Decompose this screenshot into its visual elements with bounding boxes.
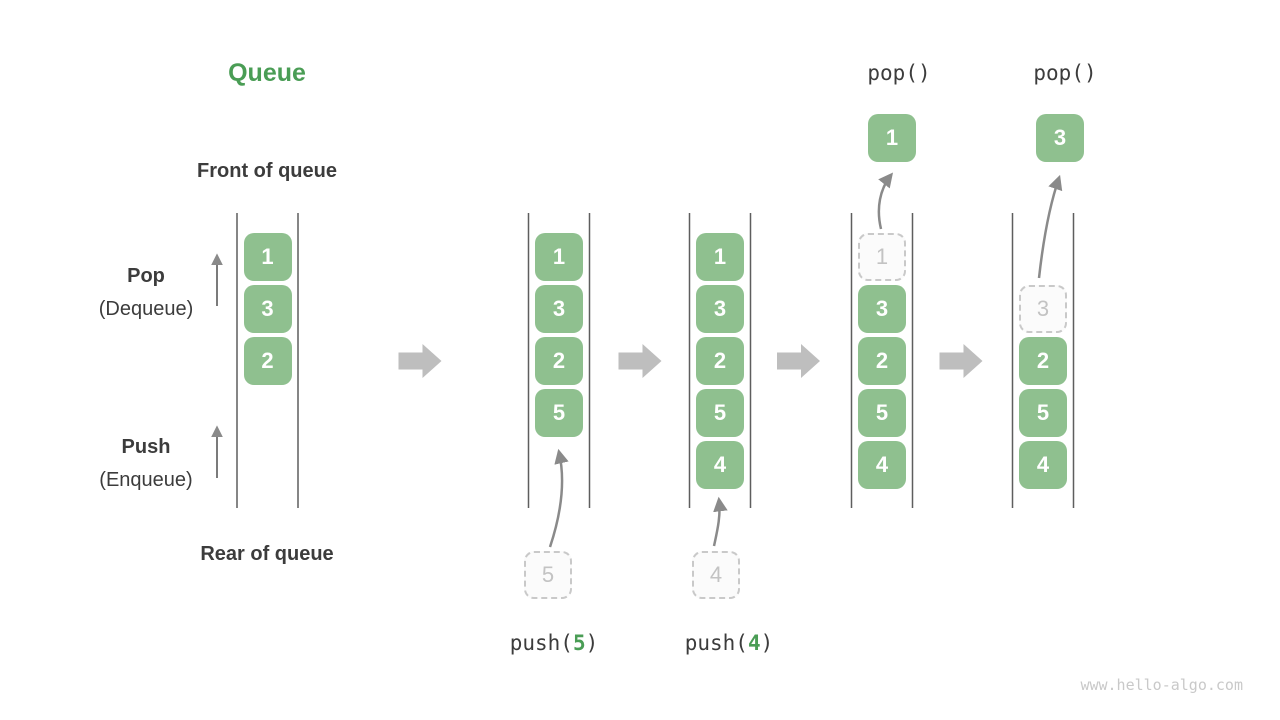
queue-cell: 2 [696,337,744,385]
queue-cell: 5 [535,389,583,437]
queue-cell-ghost: 1 [858,233,906,281]
push-call-arg: 5 [572,631,586,655]
pop-arrow-icon [1037,174,1063,279]
queue-cell: 5 [858,389,906,437]
pop-side-label: Pop (Dequeue) [99,260,194,326]
push-call-post: ) [760,631,774,655]
queue-cell: 2 [858,337,906,385]
queue-cell: 4 [696,441,744,489]
step-arrow-icon [398,344,442,378]
pop-call-label: pop() [867,61,931,85]
pop-call-label: pop() [1033,61,1097,85]
pop-label: Pop [127,265,165,287]
queue-cell: 3 [243,285,292,333]
queue-cell: 2 [243,337,292,385]
queue-cell: 2 [1019,337,1067,385]
front-of-queue-label: Front of queue [197,160,337,182]
popped-value-box: 3 [1036,114,1084,162]
queue-cell: 1 [243,233,292,281]
dequeue-sublabel: (Dequeue) [98,298,194,320]
push-call-pre: push( [509,631,573,655]
push-label: Push [121,436,171,458]
queue-cell: 5 [696,389,744,437]
enqueue-sublabel: (Enqueue) [99,469,193,491]
push-call-arg: 4 [747,631,761,655]
step-arrow-icon [777,344,820,378]
queue-cell: 2 [535,337,583,385]
push-call-label: push(5) [510,631,599,655]
queue-cell: 3 [858,285,906,333]
queue-cell-ghost: 3 [1019,285,1067,333]
queue-cell: 3 [535,285,583,333]
push-call-pre: push( [684,631,748,655]
push-side-label: Push (Enqueue) [99,431,192,497]
step-arrow-icon [939,344,983,378]
diagram-title: Queue [228,59,306,87]
step-arrow-icon [618,344,662,378]
queue-cell: 5 [1019,389,1067,437]
queue-cell: 1 [696,233,744,281]
push-call-label: push(4) [685,631,774,655]
rear-of-queue-label: Rear of queue [200,543,334,565]
queue-cell: 3 [696,285,744,333]
queue-cell: 4 [1019,441,1067,489]
push-arrow-icon [548,448,569,548]
queue-cell: 4 [858,441,906,489]
incoming-value-box: 5 [524,551,572,599]
pop-arrow-icon [877,172,894,230]
watermark: www.hello-algo.com [1080,676,1243,694]
incoming-value-box: 4 [692,551,740,599]
push-call-post: ) [585,631,599,655]
queue-cell: 1 [535,233,583,281]
popped-value-box: 1 [868,114,916,162]
push-arrow-icon [712,496,728,547]
